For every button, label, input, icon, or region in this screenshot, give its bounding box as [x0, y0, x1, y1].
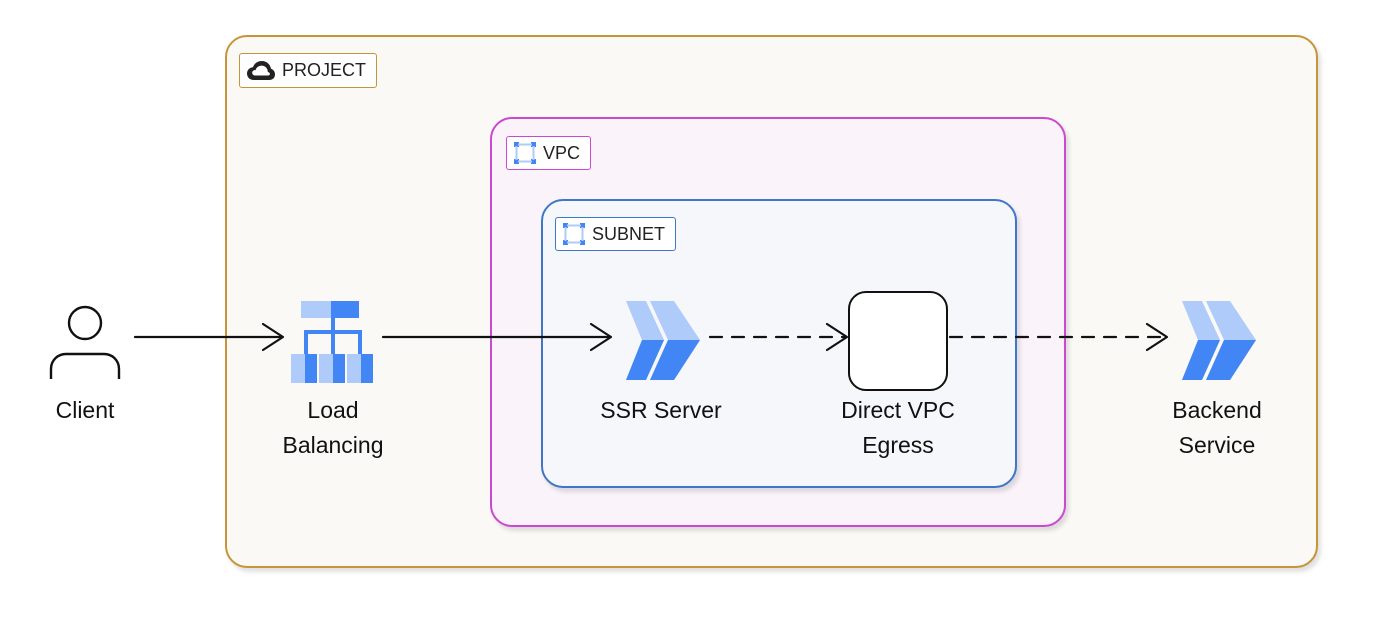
network-bracket-icon — [514, 142, 536, 164]
rounded-square-icon — [848, 291, 948, 391]
backend-service-label: Backend Service — [1172, 397, 1262, 458]
vpc-tag: VPC — [506, 136, 592, 170]
network-bracket-icon — [563, 223, 585, 245]
subnet-label: SUBNET — [592, 223, 666, 244]
vpc-label: VPC — [543, 142, 581, 163]
edge-ssr-server-to-egress — [708, 322, 849, 352]
edge-load-balancing-to-ssr-server — [381, 322, 613, 352]
edge-egress-to-backend-service — [948, 322, 1169, 352]
load-balancer-icon — [291, 301, 373, 383]
chevron-service-icon — [626, 301, 700, 380]
project-label: PROJECT — [282, 60, 367, 80]
client-label: Client — [55, 397, 115, 423]
cloud-icon — [247, 60, 275, 80]
person-icon — [49, 305, 121, 379]
project-tag: PROJECT — [239, 53, 378, 88]
ssr-server-label: SSR Server — [600, 397, 722, 423]
load-balancing-label: Load Balancing — [282, 397, 384, 458]
chevron-service-icon — [1182, 301, 1256, 380]
direct-vpc-egress-label: Direct VPC Egress — [841, 397, 955, 458]
subnet-tag: SUBNET — [555, 217, 677, 251]
edge-client-to-load-balancing — [133, 322, 285, 352]
